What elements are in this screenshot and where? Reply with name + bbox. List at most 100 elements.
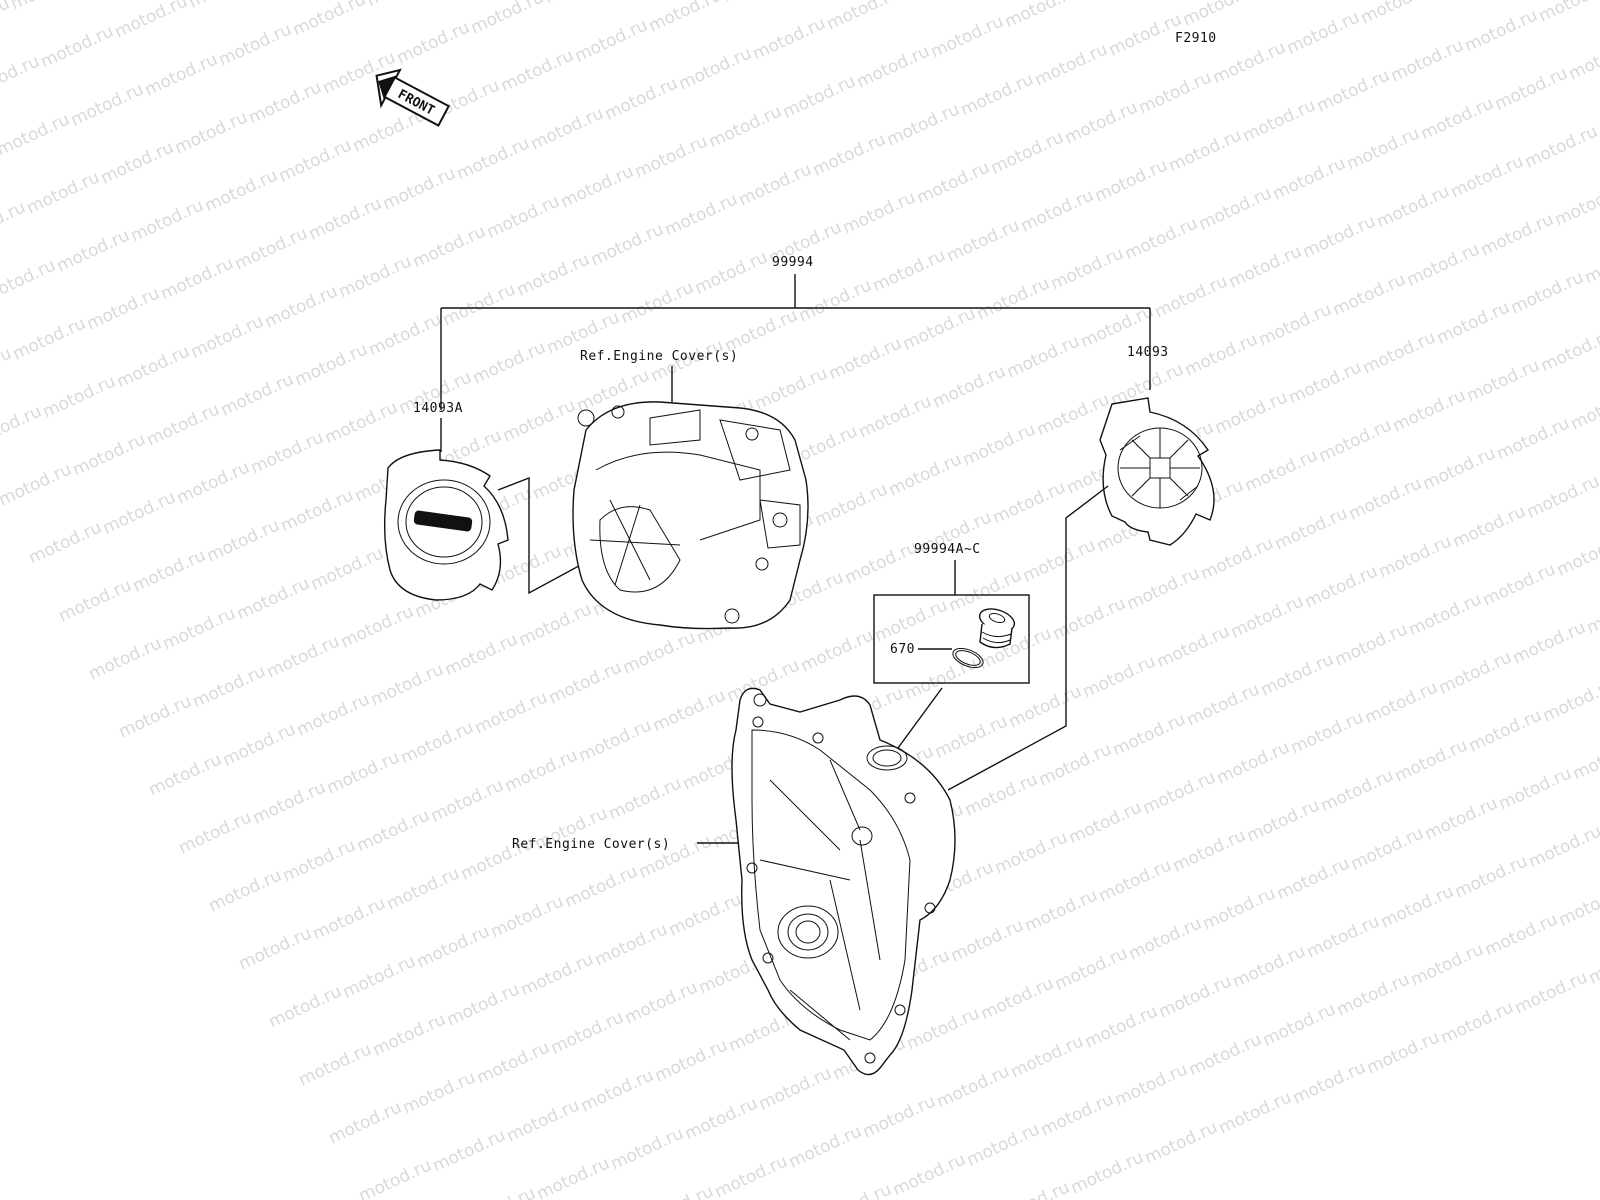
watermark-text: motod.ru bbox=[54, 225, 133, 276]
watermark-text: motod.ru bbox=[990, 477, 1069, 528]
watermark-text: motod.ru bbox=[1318, 765, 1397, 816]
watermark-text: motod.ru bbox=[1020, 535, 1099, 586]
watermark-text: motod.ru bbox=[380, 163, 459, 214]
watermark-text: motod.ru bbox=[1136, 67, 1215, 118]
watermark-text: motod.ru bbox=[988, 127, 1067, 178]
watermark-text: motod.ru bbox=[1348, 823, 1427, 874]
watermark-text: motod.ru bbox=[202, 165, 281, 216]
watermark-text: motod.ru bbox=[1006, 681, 1085, 732]
watermark-text: motod.ru bbox=[798, 625, 877, 676]
watermark-text: motod.ru bbox=[1226, 241, 1305, 292]
watermark-text: motod.ru bbox=[1186, 1029, 1265, 1080]
leader-14093-to-cover bbox=[947, 485, 1109, 791]
watermark-text: motod.ru bbox=[484, 191, 563, 242]
watermark-text: motod.ru bbox=[174, 457, 253, 508]
watermark-text: motod.ru bbox=[1374, 181, 1453, 232]
watermark-text: motod.ru bbox=[1334, 969, 1413, 1020]
watermark-text: motod.ru bbox=[898, 0, 977, 5]
watermark-text: motod.ru bbox=[1210, 37, 1289, 88]
watermark-text: motod.ru bbox=[1390, 385, 1469, 436]
watermark-text: motod.ru bbox=[720, 0, 799, 7]
watermark-text: motod.ru bbox=[810, 129, 889, 180]
watermark-text: motod.ru bbox=[26, 517, 105, 568]
watermark-text: motod.ru bbox=[0, 109, 73, 160]
watermark-text: motod.ru bbox=[1082, 1001, 1161, 1052]
watermark-text: motod.ru bbox=[1052, 943, 1131, 994]
watermark-text: motod.ru bbox=[826, 333, 905, 384]
watermark-text: motod.ru bbox=[1462, 5, 1541, 56]
watermark-text: motod.ru bbox=[1018, 185, 1097, 236]
watermark-text: motod.ru bbox=[602, 73, 681, 124]
watermark-text: motod.ru bbox=[128, 195, 207, 246]
watermark-text: motod.ru bbox=[1464, 355, 1543, 406]
watermark-text: motod.ru bbox=[620, 627, 699, 678]
watermark-text: motod.ru bbox=[1466, 705, 1545, 756]
watermark-text: motod.ru bbox=[576, 715, 655, 766]
watermark-text: motod.ru bbox=[1066, 797, 1145, 848]
watermark-text: motod.ru bbox=[280, 835, 359, 886]
watermark-text: motod.ru bbox=[1032, 39, 1111, 90]
watermark-text: motod.ru bbox=[666, 889, 745, 940]
watermark-text: motod.ru bbox=[70, 429, 149, 480]
watermark-text: motod.ru bbox=[572, 15, 651, 66]
watermark-text: motod.ru bbox=[1212, 387, 1291, 438]
watermark-text: motod.ru bbox=[824, 0, 903, 35]
watermark-text: motod.ru bbox=[188, 311, 267, 362]
watermark-text: motod.ru bbox=[232, 223, 311, 274]
watermark-text: motod.ru bbox=[1300, 211, 1379, 262]
watermark-text: motod.ru bbox=[750, 13, 829, 64]
watermark-text: motod.ru bbox=[1448, 151, 1527, 202]
watermark-text: motod.ru bbox=[24, 167, 103, 218]
watermark-text: motod.ru bbox=[206, 865, 285, 916]
watermark-text: motod.ru bbox=[1332, 619, 1411, 670]
watermark-text: motod.ru bbox=[1434, 297, 1513, 348]
watermark-text: motod.ru bbox=[528, 103, 607, 154]
watermark-text: motod.ru bbox=[514, 249, 593, 300]
watermark-text: motod.ru bbox=[1478, 209, 1557, 260]
bracket-99994 bbox=[440, 274, 1151, 410]
watermark-text: motod.ru bbox=[1364, 1027, 1443, 1078]
watermark-text: motod.ru bbox=[712, 1151, 791, 1200]
watermark-text: motod.ru bbox=[1240, 95, 1319, 146]
watermark-text: motod.ru bbox=[1230, 941, 1309, 992]
watermark-text: motod.ru bbox=[172, 107, 251, 158]
cover-14093a bbox=[383, 449, 509, 601]
watermark-text: motod.ru bbox=[780, 71, 859, 122]
watermark-text: motod.ru bbox=[1302, 561, 1381, 612]
watermark-text: motod.ru bbox=[1556, 879, 1600, 930]
watermark-text: motod.ru bbox=[618, 277, 697, 328]
watermark-text: motod.ru bbox=[558, 161, 637, 212]
callout-99994a-c: 99994A~C bbox=[914, 542, 981, 557]
watermark-text: motod.ru bbox=[0, 51, 43, 102]
watermark-text: motod.ru bbox=[516, 599, 595, 650]
engine-cover-lower bbox=[731, 687, 956, 1076]
watermark-text: motod.ru bbox=[86, 633, 165, 684]
ref-engine-cover-bottom-label: Ref.Engine Cover(s) bbox=[512, 837, 670, 852]
watermark-text: motod.ru bbox=[884, 99, 963, 150]
watermark-text: motod.ru bbox=[1316, 415, 1395, 466]
watermark-text: motod.ru bbox=[1452, 851, 1531, 902]
watermark-text: motod.ru bbox=[144, 399, 223, 450]
watermark-text: motod.ru bbox=[394, 17, 473, 68]
watermark-text: motod.ru bbox=[1524, 471, 1600, 522]
watermark-text: motod.ru bbox=[278, 485, 357, 536]
watermark-text: motod.ru bbox=[400, 1067, 479, 1118]
watermark-text: motod.ru bbox=[1526, 821, 1600, 872]
cover-14093 bbox=[1099, 397, 1215, 546]
watermark-text: motod.ru bbox=[364, 0, 443, 11]
watermark-text: motod.ru bbox=[1314, 65, 1393, 116]
watermark-text: motod.ru bbox=[1438, 997, 1517, 1048]
watermark-text: motod.ru bbox=[638, 1181, 717, 1200]
watermark-text: motod.ru bbox=[190, 661, 269, 712]
watermark-text: motod.ru bbox=[1570, 733, 1600, 784]
watermark-text: motod.ru bbox=[914, 157, 993, 208]
watermark-text: motod.ru bbox=[236, 923, 315, 974]
watermark-text: motod.ru bbox=[1198, 533, 1277, 584]
watermark-text: motod.ru bbox=[220, 719, 299, 770]
watermark-text: motod.ru bbox=[276, 135, 355, 186]
watermark-text: motod.ru bbox=[622, 977, 701, 1028]
watermark-text: motod.ru bbox=[1124, 563, 1203, 614]
watermark-text: motod.ru bbox=[1166, 125, 1245, 176]
watermark-text: motod.ru bbox=[592, 919, 671, 970]
watermark-text: motod.ru bbox=[676, 43, 755, 94]
